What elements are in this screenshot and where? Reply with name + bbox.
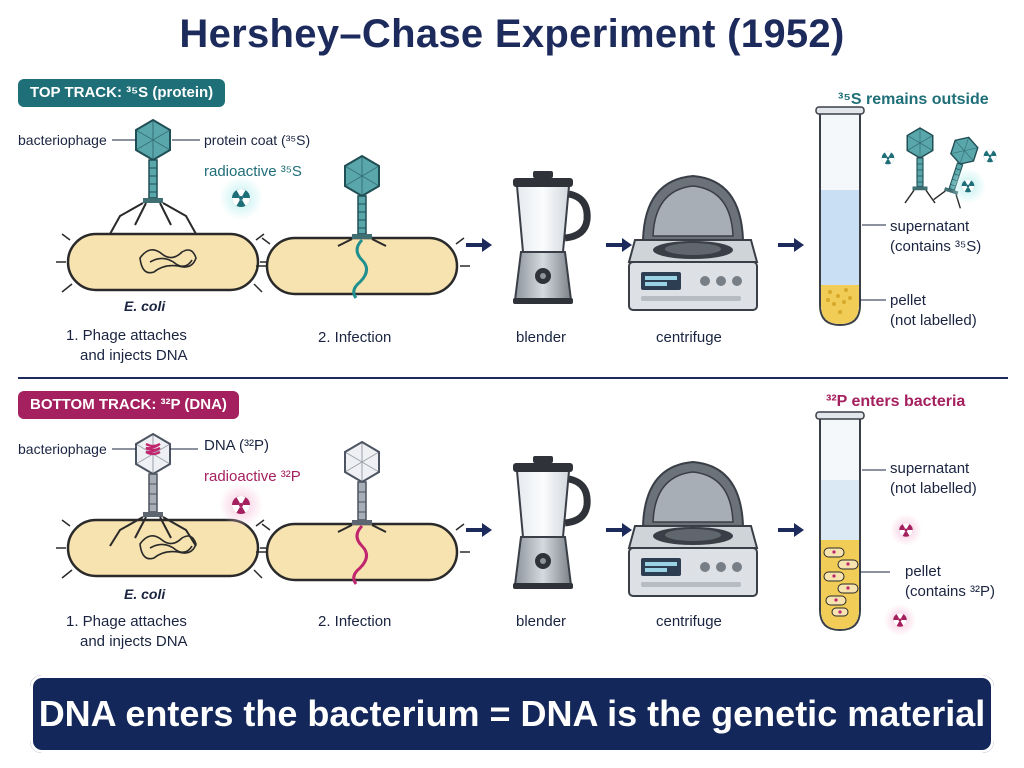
ecoli-cell-icon [56, 232, 270, 293]
label-supernatant-top-note: (contains ³⁵S) [890, 238, 982, 255]
bacteriophage-icon [904, 127, 936, 204]
step1-top-line1: 1. Phage attaches [66, 327, 187, 344]
bacteriophage-icon [337, 155, 387, 247]
label-radioactive-s: radioactive ³⁵S [204, 163, 302, 180]
label-supernatant-bottom: supernatant [890, 460, 970, 477]
radiation-icon [983, 149, 997, 163]
bacteriophage-icon [337, 441, 387, 533]
arrow-right-icon [776, 236, 806, 254]
label-radioactive-p: radioactive ³²P [204, 468, 301, 485]
radiation-icon [893, 613, 907, 627]
step2-top: 2. Infection [318, 329, 392, 346]
step2-bottom: 2. Infection [318, 613, 392, 630]
label-pellet-top-note: (not labelled) [890, 312, 977, 329]
blender-icon [513, 456, 587, 589]
step1-bottom-line1: 1. Phage attaches [66, 613, 187, 630]
arrow-right-icon [776, 521, 806, 539]
label-ecoli-top: E. coli [124, 298, 166, 314]
radiation-icon [881, 151, 895, 165]
label-supernatant-top: supernatant [890, 218, 970, 235]
result-heading-top: ³⁵S remains outside [838, 91, 989, 108]
ecoli-cell-icon [256, 522, 470, 585]
label-blender-top: blender [516, 329, 567, 346]
step1-bottom-line2: and injects DNA [80, 633, 188, 650]
radiation-icon [232, 495, 250, 514]
track-divider [18, 377, 1008, 379]
radiation-icon [961, 179, 975, 193]
label-centrifuge-bottom: centrifuge [656, 613, 722, 630]
arrow-right-icon [464, 521, 494, 539]
label-bacteriophage-top: bacteriophage [18, 132, 107, 148]
label-blender-bottom: blender [516, 613, 567, 630]
centrifuge-icon [628, 461, 758, 597]
ecoli-cell-icon [256, 236, 470, 299]
page-title: Hershey–Chase Experiment (1952) [179, 12, 845, 56]
arrow-right-icon [604, 236, 634, 254]
arrow-right-icon [604, 521, 634, 539]
radiation-icon [899, 523, 913, 537]
blender-icon [513, 171, 587, 304]
radiation-icon [232, 188, 250, 207]
test-tube-icon [815, 106, 865, 326]
test-tube-icon [815, 411, 865, 631]
label-dna: DNA (³²P) [204, 437, 269, 454]
result-heading-bottom: ³²P enters bacteria [826, 393, 966, 410]
label-bacteriophage-bottom: bacteriophage [18, 441, 107, 457]
label-supernatant-bottom-note: (not labelled) [890, 480, 977, 497]
arrow-right-icon [464, 236, 494, 254]
bacteriophage-icon [109, 119, 197, 235]
step1-top-line2: and injects DNA [80, 347, 188, 364]
bacteriophage-icon [109, 433, 197, 547]
conclusion-banner: DNA enters the bacterium = DNA is the ge… [30, 675, 994, 753]
label-pellet-bottom: pellet [905, 563, 941, 580]
label-centrifuge-top: centrifuge [656, 329, 722, 346]
label-pellet-top: pellet [890, 292, 926, 309]
label-ecoli-bottom: E. coli [124, 586, 166, 602]
conclusion-text: DNA enters the bacterium = DNA is the ge… [38, 693, 986, 734]
label-pellet-bottom-note: (contains ³²P) [905, 583, 996, 600]
top-track-badge: TOP TRACK: ³⁵S (protein) [18, 79, 226, 107]
centrifuge-icon [628, 175, 758, 311]
bottom-track-badge: BOTTOM TRACK: ³²P (DNA) [18, 391, 239, 419]
label-protein-coat: protein coat (³⁵S) [204, 132, 311, 148]
ecoli-cell-icon [56, 518, 270, 579]
